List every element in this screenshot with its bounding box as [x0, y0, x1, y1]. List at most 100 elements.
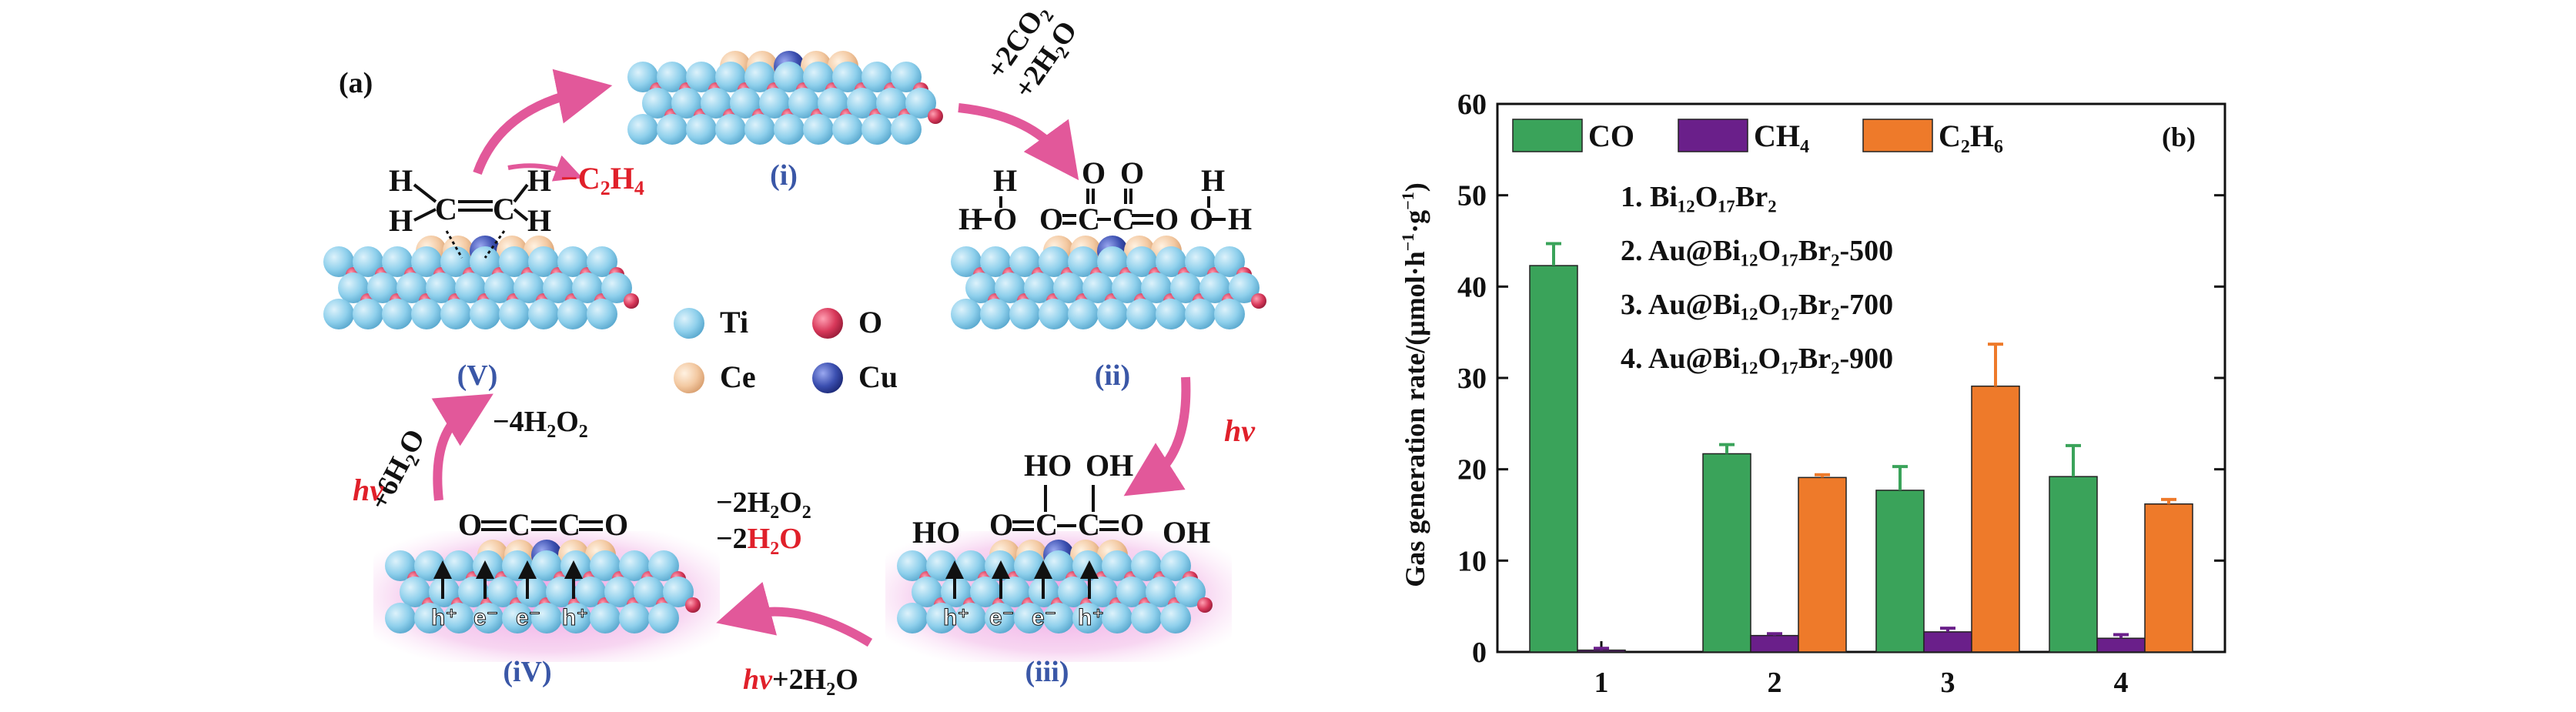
- titanium-atom: [487, 577, 518, 607]
- titanium-atom: [788, 88, 819, 119]
- titanium-atom: [912, 577, 942, 607]
- legend-label: CO: [1588, 119, 1634, 153]
- bar-C₂H₆-2: [1798, 476, 1847, 653]
- titanium-atom: [701, 88, 731, 119]
- titanium-atom: [1126, 246, 1157, 277]
- svg-text:HO: HO: [1024, 448, 1072, 483]
- titanium-atom: [1146, 577, 1176, 607]
- titanium-atom: [657, 114, 687, 145]
- titanium-atom: [323, 299, 354, 329]
- label-hv-2h2o: hν+2H2O: [743, 664, 858, 700]
- label-hv-ii-iii: hν: [1224, 413, 1256, 448]
- bar-CO-4: [2049, 476, 2098, 653]
- stage-label-ii: (ii): [1095, 359, 1130, 392]
- titanium-atom: [1156, 299, 1186, 329]
- svg-text:O: O: [1039, 202, 1063, 236]
- molecule-iii: HO OH HO O C C O OH: [912, 448, 1210, 550]
- titanium-atom: [671, 88, 702, 119]
- slab-iii: [885, 531, 1232, 662]
- electron-label: e⁻: [473, 605, 499, 630]
- oxygen-atom: [928, 109, 943, 124]
- hole-label: h⁺: [431, 605, 457, 630]
- svg-text:OH: OH: [1163, 515, 1210, 550]
- y-tick-label: 60: [1457, 89, 1487, 121]
- label-minus-4h2o2: −4H2O2: [493, 406, 588, 442]
- svg-text:H: H: [1201, 163, 1225, 198]
- plot-frame: [1496, 102, 2226, 654]
- titanium-atom: [995, 272, 1025, 303]
- titanium-atom: [470, 299, 500, 329]
- slab-iv: [373, 531, 720, 662]
- legend-label-o: O: [858, 305, 882, 339]
- titanium-atom: [818, 88, 848, 119]
- sample-label: 4. Au@Bi₁₂O₁₇Br₂-900: [1621, 343, 1893, 375]
- y-axis-title: Gas generation rate/(μmol·h−1·g−1): [1398, 182, 1430, 587]
- titanium-atom: [955, 603, 986, 633]
- titanium-atom: [1112, 272, 1142, 303]
- titanium-atom: [517, 577, 547, 607]
- titanium-atom: [604, 577, 635, 607]
- titanium-atom: [619, 550, 650, 581]
- titanium-atom: [1214, 246, 1245, 277]
- titanium-atom: [385, 603, 416, 633]
- svg-text:C: C: [1078, 202, 1100, 236]
- svg-text:H: H: [527, 203, 551, 238]
- titanium-atom: [1175, 577, 1206, 607]
- titanium-atom: [338, 272, 369, 303]
- titanium-atom: [774, 62, 805, 92]
- titanium-atom: [470, 246, 500, 277]
- titanium-atom: [528, 246, 559, 277]
- titanium-atom: [502, 603, 533, 633]
- titanium-atom: [1126, 299, 1157, 329]
- titanium-atom: [1170, 272, 1201, 303]
- svg-text:O: O: [604, 507, 628, 542]
- titanium-atom: [891, 114, 922, 145]
- titanium-atom: [590, 603, 621, 633]
- slab-i: [627, 51, 943, 145]
- slab-ii: [951, 236, 1266, 329]
- titanium-atom: [1156, 246, 1186, 277]
- titanium-atom: [980, 299, 1011, 329]
- titanium-atom: [642, 88, 673, 119]
- titanium-atom: [774, 114, 805, 145]
- titanium-atom: [905, 88, 936, 119]
- svg-text:H: H: [1228, 202, 1252, 236]
- titanium-atom: [1009, 246, 1040, 277]
- titanium-atom: [686, 62, 717, 92]
- stage-label-iv: (iV): [503, 656, 551, 688]
- titanium-atom: [382, 299, 413, 329]
- label-add-co2-h2o: +2CO2 +2H2O: [980, 5, 1084, 104]
- titanium-atom: [587, 299, 617, 329]
- titanium-atom: [1102, 550, 1132, 581]
- titanium-atom: [499, 246, 530, 277]
- bar-CH₄-2: [1750, 634, 1799, 653]
- titanium-atom: [400, 577, 430, 607]
- titanium-atom: [367, 272, 398, 303]
- titanium-atom: [531, 550, 562, 581]
- titanium-atom: [499, 299, 530, 329]
- titanium-atom: [484, 272, 515, 303]
- svg-text:O: O: [1155, 202, 1179, 236]
- legend-swatch: [1862, 119, 1933, 152]
- titanium-atom: [951, 246, 982, 277]
- titanium-atom: [1160, 603, 1191, 633]
- bar-CH₄-4: [2096, 637, 2146, 653]
- titanium-atom: [1102, 603, 1132, 633]
- titanium-atom: [980, 246, 1011, 277]
- titanium-atom: [619, 603, 650, 633]
- svg-text:C: C: [508, 507, 530, 542]
- titanium-atom: [531, 603, 562, 633]
- label-minus-2h2o2: −2H2O2: [716, 486, 811, 523]
- titanium-atom: [473, 603, 503, 633]
- legend-swatch: [1678, 119, 1748, 152]
- bar-CH₄-3: [1923, 631, 1972, 653]
- svg-text:C: C: [493, 192, 515, 226]
- titanium-atom: [426, 272, 457, 303]
- legend-swatch-ce: [674, 363, 704, 393]
- bar-CO-2: [1702, 453, 1751, 653]
